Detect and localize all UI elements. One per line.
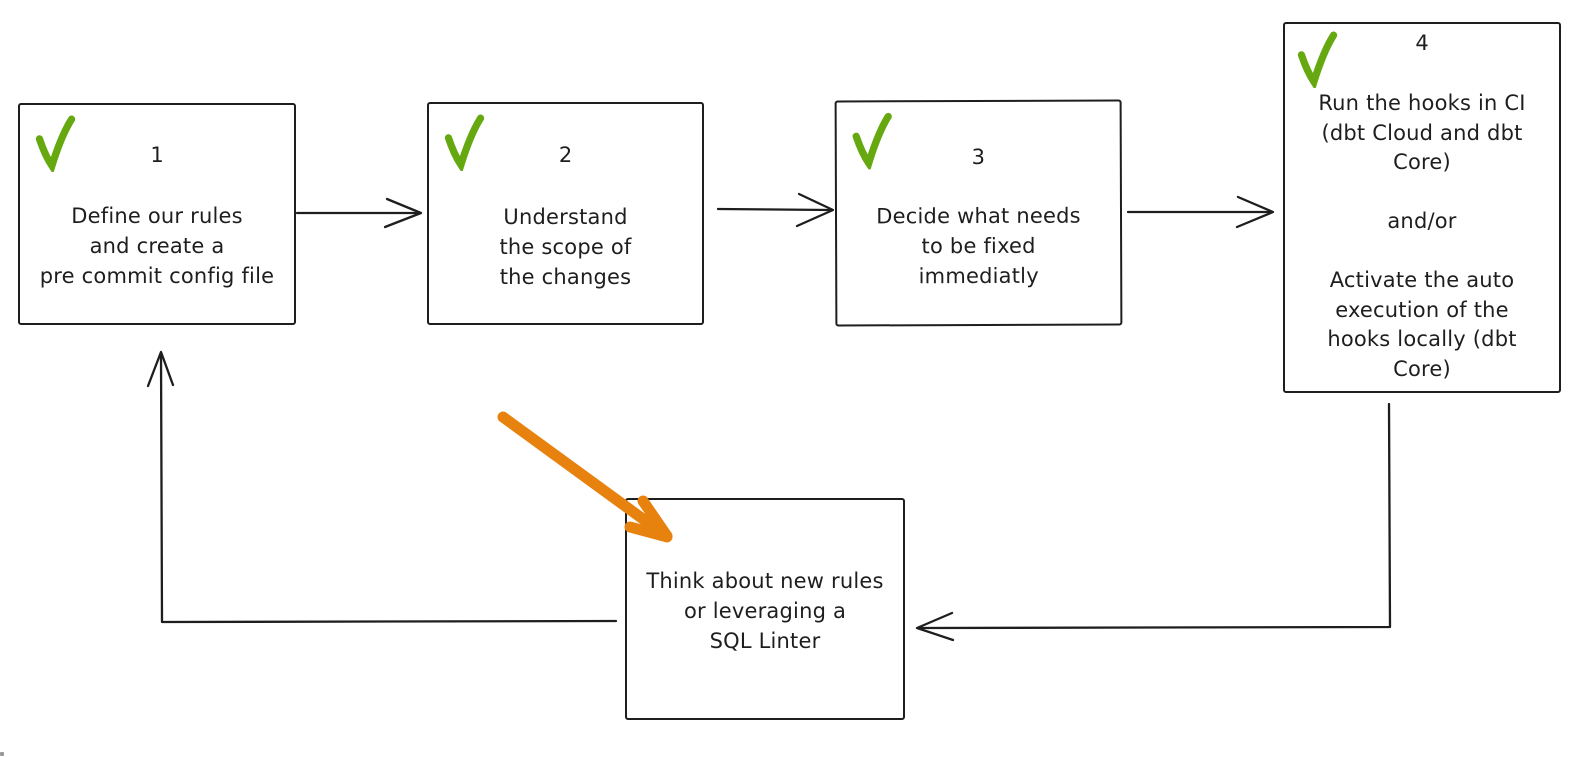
arrow-step3-step4 bbox=[1126, 195, 1275, 229]
checkmark-icon bbox=[444, 114, 485, 171]
arrow-step4-feedback bbox=[915, 402, 1392, 642]
step-label: Understand the scope of the changes bbox=[499, 205, 632, 289]
step-label: Decide what needs to be fixed immediatly bbox=[876, 203, 1081, 289]
feedback-label: Think about new rules or leveraging a SQ… bbox=[646, 569, 884, 653]
arrow-step1-step2 bbox=[295, 197, 423, 229]
step-number: 3 bbox=[971, 144, 986, 170]
checkmark-icon bbox=[35, 115, 76, 172]
arrow-feedback-step1 bbox=[146, 350, 618, 624]
step-label: Define our rules and create a pre commit… bbox=[39, 204, 275, 288]
step-box-2: 2 Understand the scope of the changes bbox=[427, 102, 704, 325]
step-box-3: 3 Decide what needs to be fixed immediat… bbox=[834, 99, 1123, 327]
step-box-4: 4 Run the hooks in CI (dbt Cloud and dbt… bbox=[1283, 22, 1561, 393]
arrow-step2-step3 bbox=[716, 192, 835, 228]
step-number: 1 bbox=[150, 143, 164, 167]
feedback-box: Think about new rules or leveraging a SQ… bbox=[625, 498, 905, 720]
checkmark-icon bbox=[852, 112, 892, 170]
step-number: 4 bbox=[1415, 31, 1429, 55]
checkmark-icon bbox=[1297, 31, 1338, 88]
step-label: Run the hooks in CI (dbt Cloud and dbt C… bbox=[1318, 91, 1526, 381]
step-number: 2 bbox=[558, 143, 573, 167]
step-box-1: 1 Define our rules and create a pre comm… bbox=[18, 103, 296, 325]
corner-artifact bbox=[0, 752, 4, 756]
